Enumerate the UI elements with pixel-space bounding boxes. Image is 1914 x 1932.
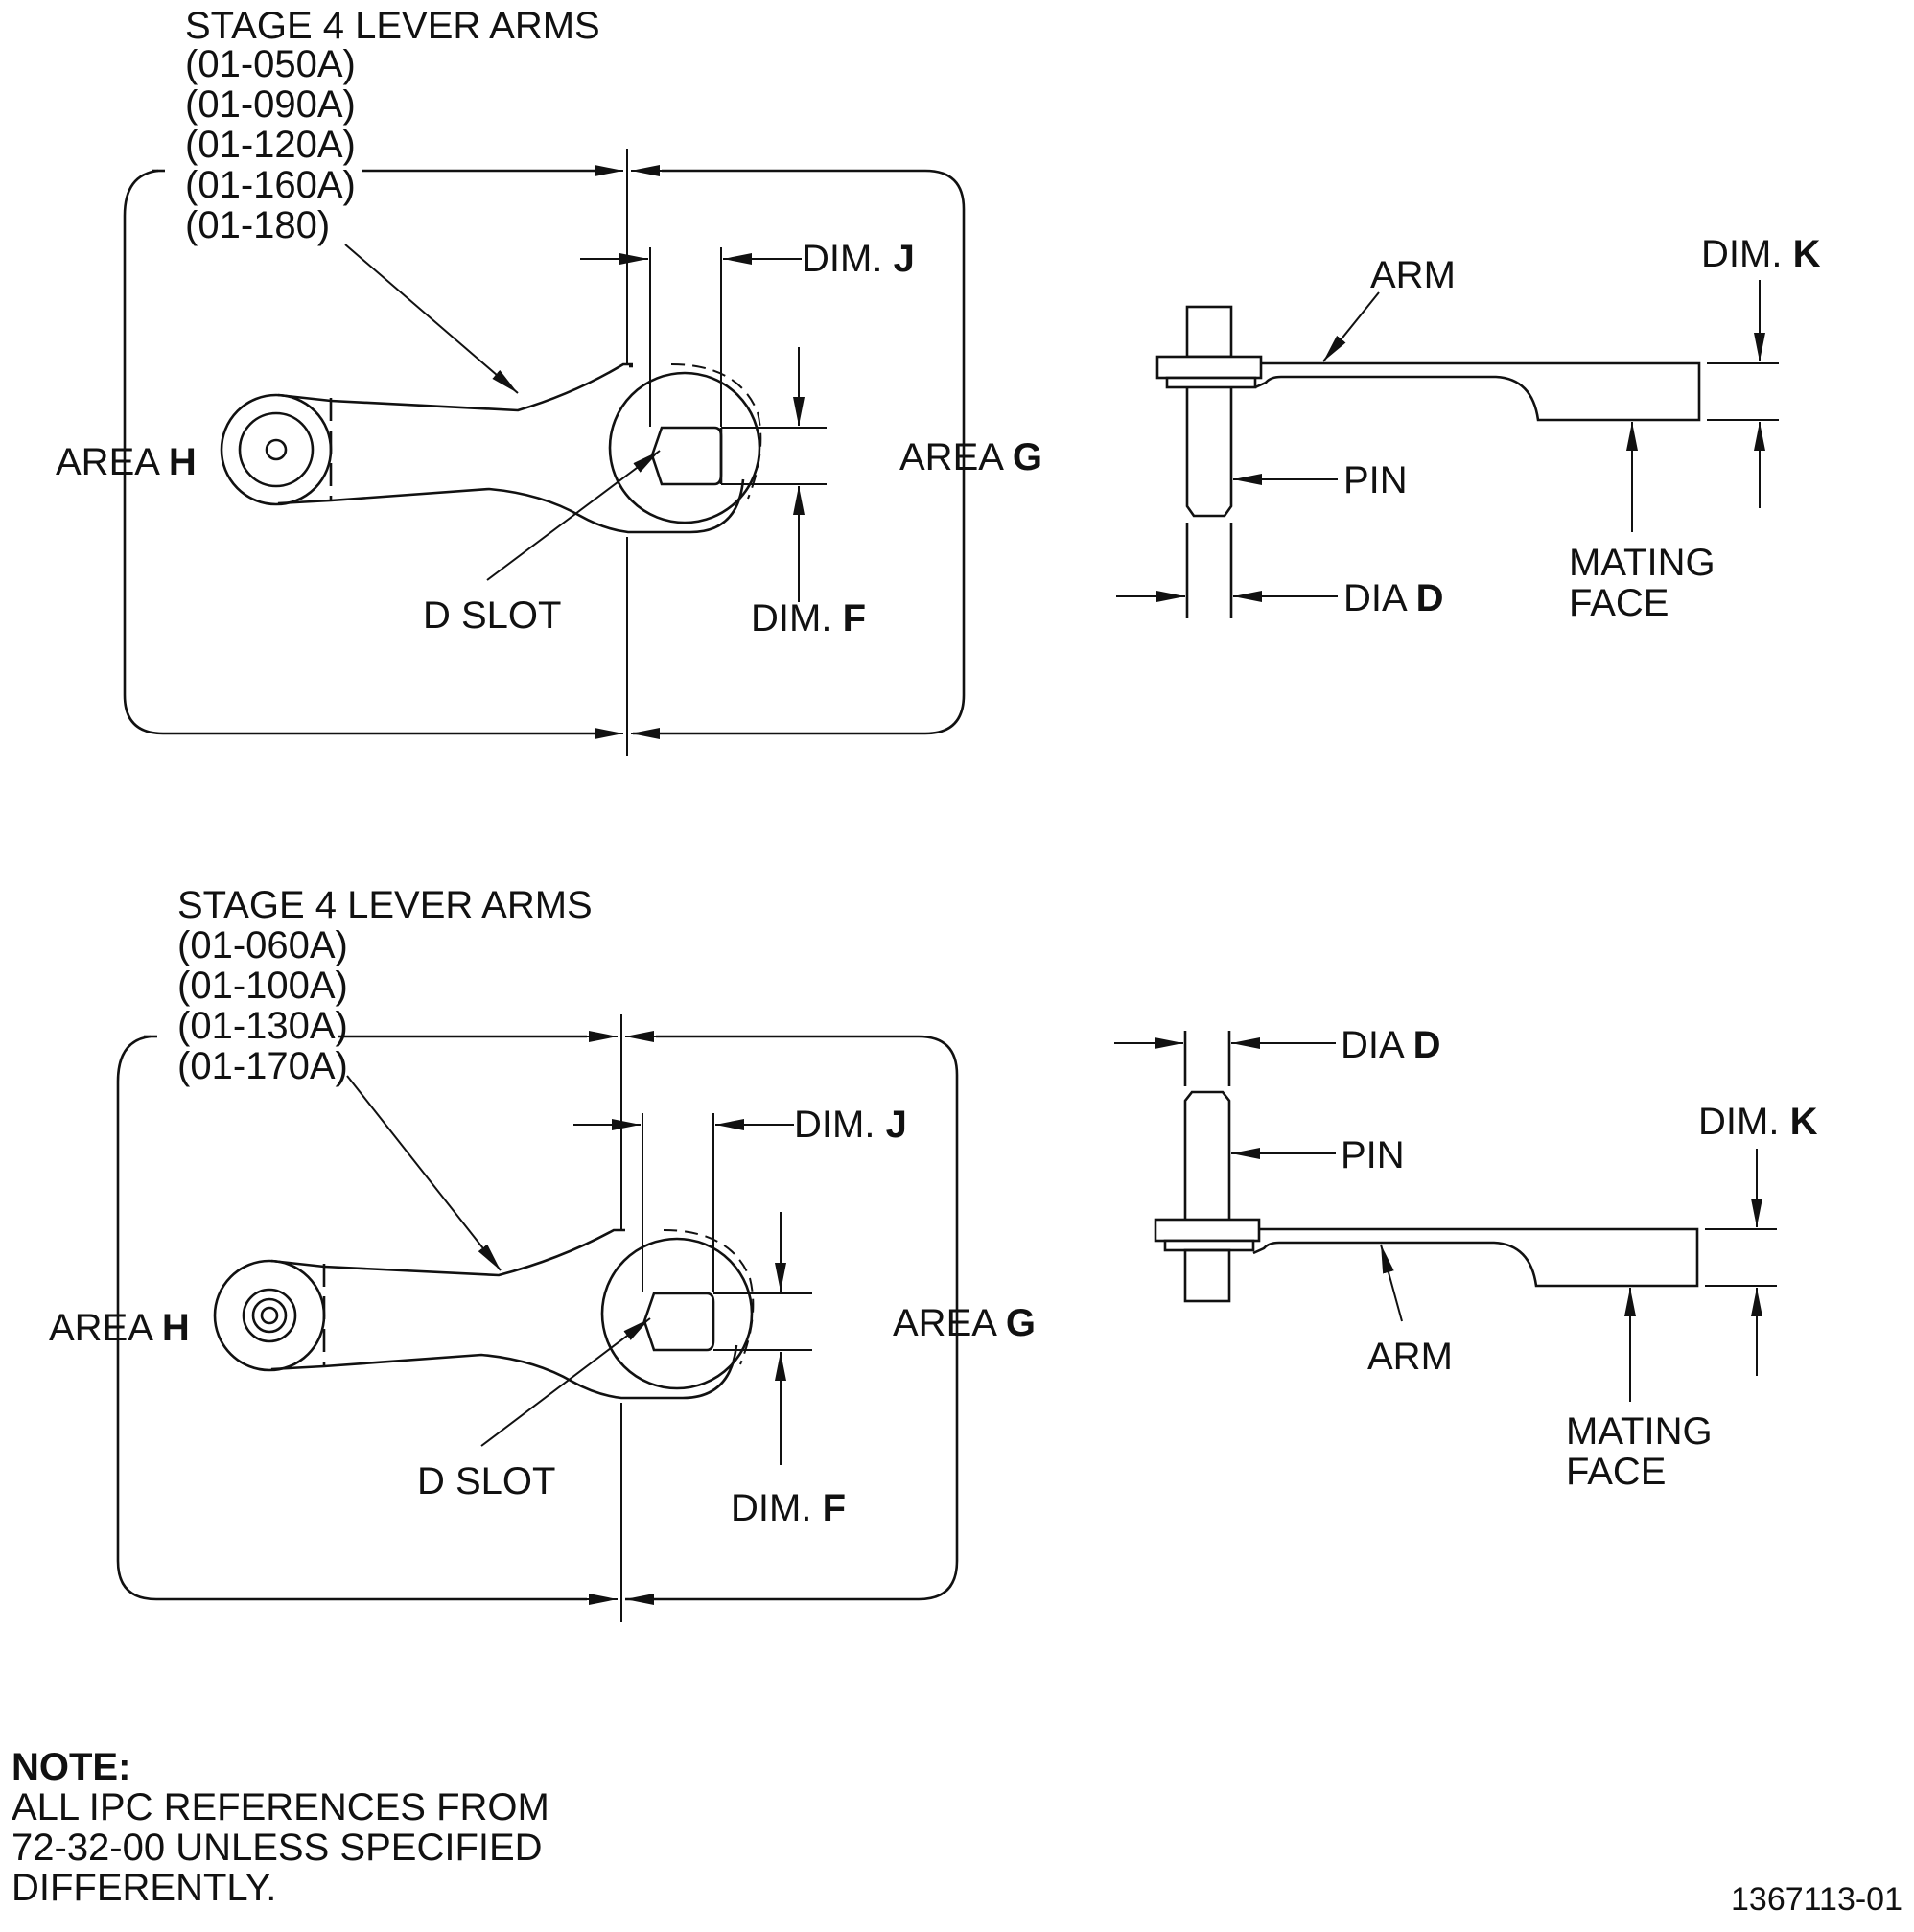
note-line-1: ALL IPC REFERENCES FROM <box>12 1786 549 1828</box>
bottom-arm-profile <box>1252 1227 1699 1288</box>
top-dim-j-label: DIM. J <box>802 238 915 280</box>
bottom-area-h-label: AREA H <box>49 1307 190 1349</box>
top-d-slot <box>650 426 723 486</box>
top-ref-3: (01-120A) <box>185 124 356 166</box>
bottom-ref-3: (01-130A) <box>177 1005 348 1047</box>
top-pin <box>1185 387 1233 518</box>
note-line-2: 72-32-00 UNLESS SPECIFIED <box>12 1827 543 1869</box>
bottom-dia-label: DIA D <box>1341 1024 1441 1066</box>
bottom-title: STAGE 4 LEVER ARMS <box>177 884 593 926</box>
top-dia-label: DIA D <box>1343 577 1444 619</box>
note-heading: NOTE: <box>12 1746 130 1788</box>
bottom-dim-f-label: DIM. F <box>731 1487 846 1529</box>
note-line-3: DIFFERENTLY. <box>12 1867 276 1909</box>
bottom-lever-arm <box>270 1228 738 1400</box>
bottom-arm-label: ARM <box>1367 1336 1453 1378</box>
top-arm-label: ARM <box>1370 254 1456 296</box>
bottom-dim-k-label: DIM. K <box>1698 1101 1818 1143</box>
bottom-front-view: STAGE 4 LEVER ARMS (01-060A) (01-100A) (… <box>49 884 1036 1622</box>
bottom-ref-2: (01-100A) <box>177 965 348 1007</box>
top-ref-5: (01-180) <box>185 204 330 246</box>
top-ref-1: (01-050A) <box>185 43 356 85</box>
bottom-area-g-label: AREA G <box>893 1302 1036 1344</box>
top-title: STAGE 4 LEVER ARMS <box>185 5 600 47</box>
figure-number: 1367113-01 <box>1731 1881 1902 1918</box>
bottom-ref-1: (01-060A) <box>177 924 348 966</box>
bottom-ref-4: (01-170A) <box>177 1045 348 1087</box>
top-lever-arm <box>277 362 745 534</box>
bottom-dim-j-label: DIM. J <box>794 1104 907 1146</box>
top-area-h-label: AREA H <box>56 441 197 483</box>
top-side-view: ARM PIN DIA D DIM. K MATING FACE <box>1116 233 1821 624</box>
top-dim-f-label: DIM. F <box>751 597 866 640</box>
bottom-side-view: DIA D PIN ARM DIM. K MATING FACE <box>1114 1024 1818 1493</box>
top-area-g-label: AREA G <box>899 436 1042 478</box>
bottom-pin-label: PIN <box>1341 1134 1405 1176</box>
top-mating-label-2: FACE <box>1569 582 1669 624</box>
note-block: NOTE: ALL IPC REFERENCES FROM 72-32-00 U… <box>12 1746 549 1909</box>
bottom-mating-label-2: FACE <box>1566 1451 1666 1493</box>
bottom-mating-label-1: MATING <box>1566 1410 1713 1453</box>
top-front-view: STAGE 4 LEVER ARMS (01-050A) (01-090A) (… <box>56 5 1042 756</box>
top-arm-profile <box>1254 361 1701 422</box>
bottom-d-slot-label: D SLOT <box>417 1460 555 1502</box>
top-dim-k-label: DIM. K <box>1701 233 1821 275</box>
bottom-d-slot <box>642 1292 715 1352</box>
top-mating-label-1: MATING <box>1569 542 1716 584</box>
bottom-pin <box>1183 1090 1231 1220</box>
top-pin-label: PIN <box>1343 459 1408 501</box>
top-d-slot-label: D SLOT <box>423 594 561 637</box>
top-ref-2: (01-090A) <box>185 83 356 126</box>
top-ref-4: (01-160A) <box>185 164 356 206</box>
